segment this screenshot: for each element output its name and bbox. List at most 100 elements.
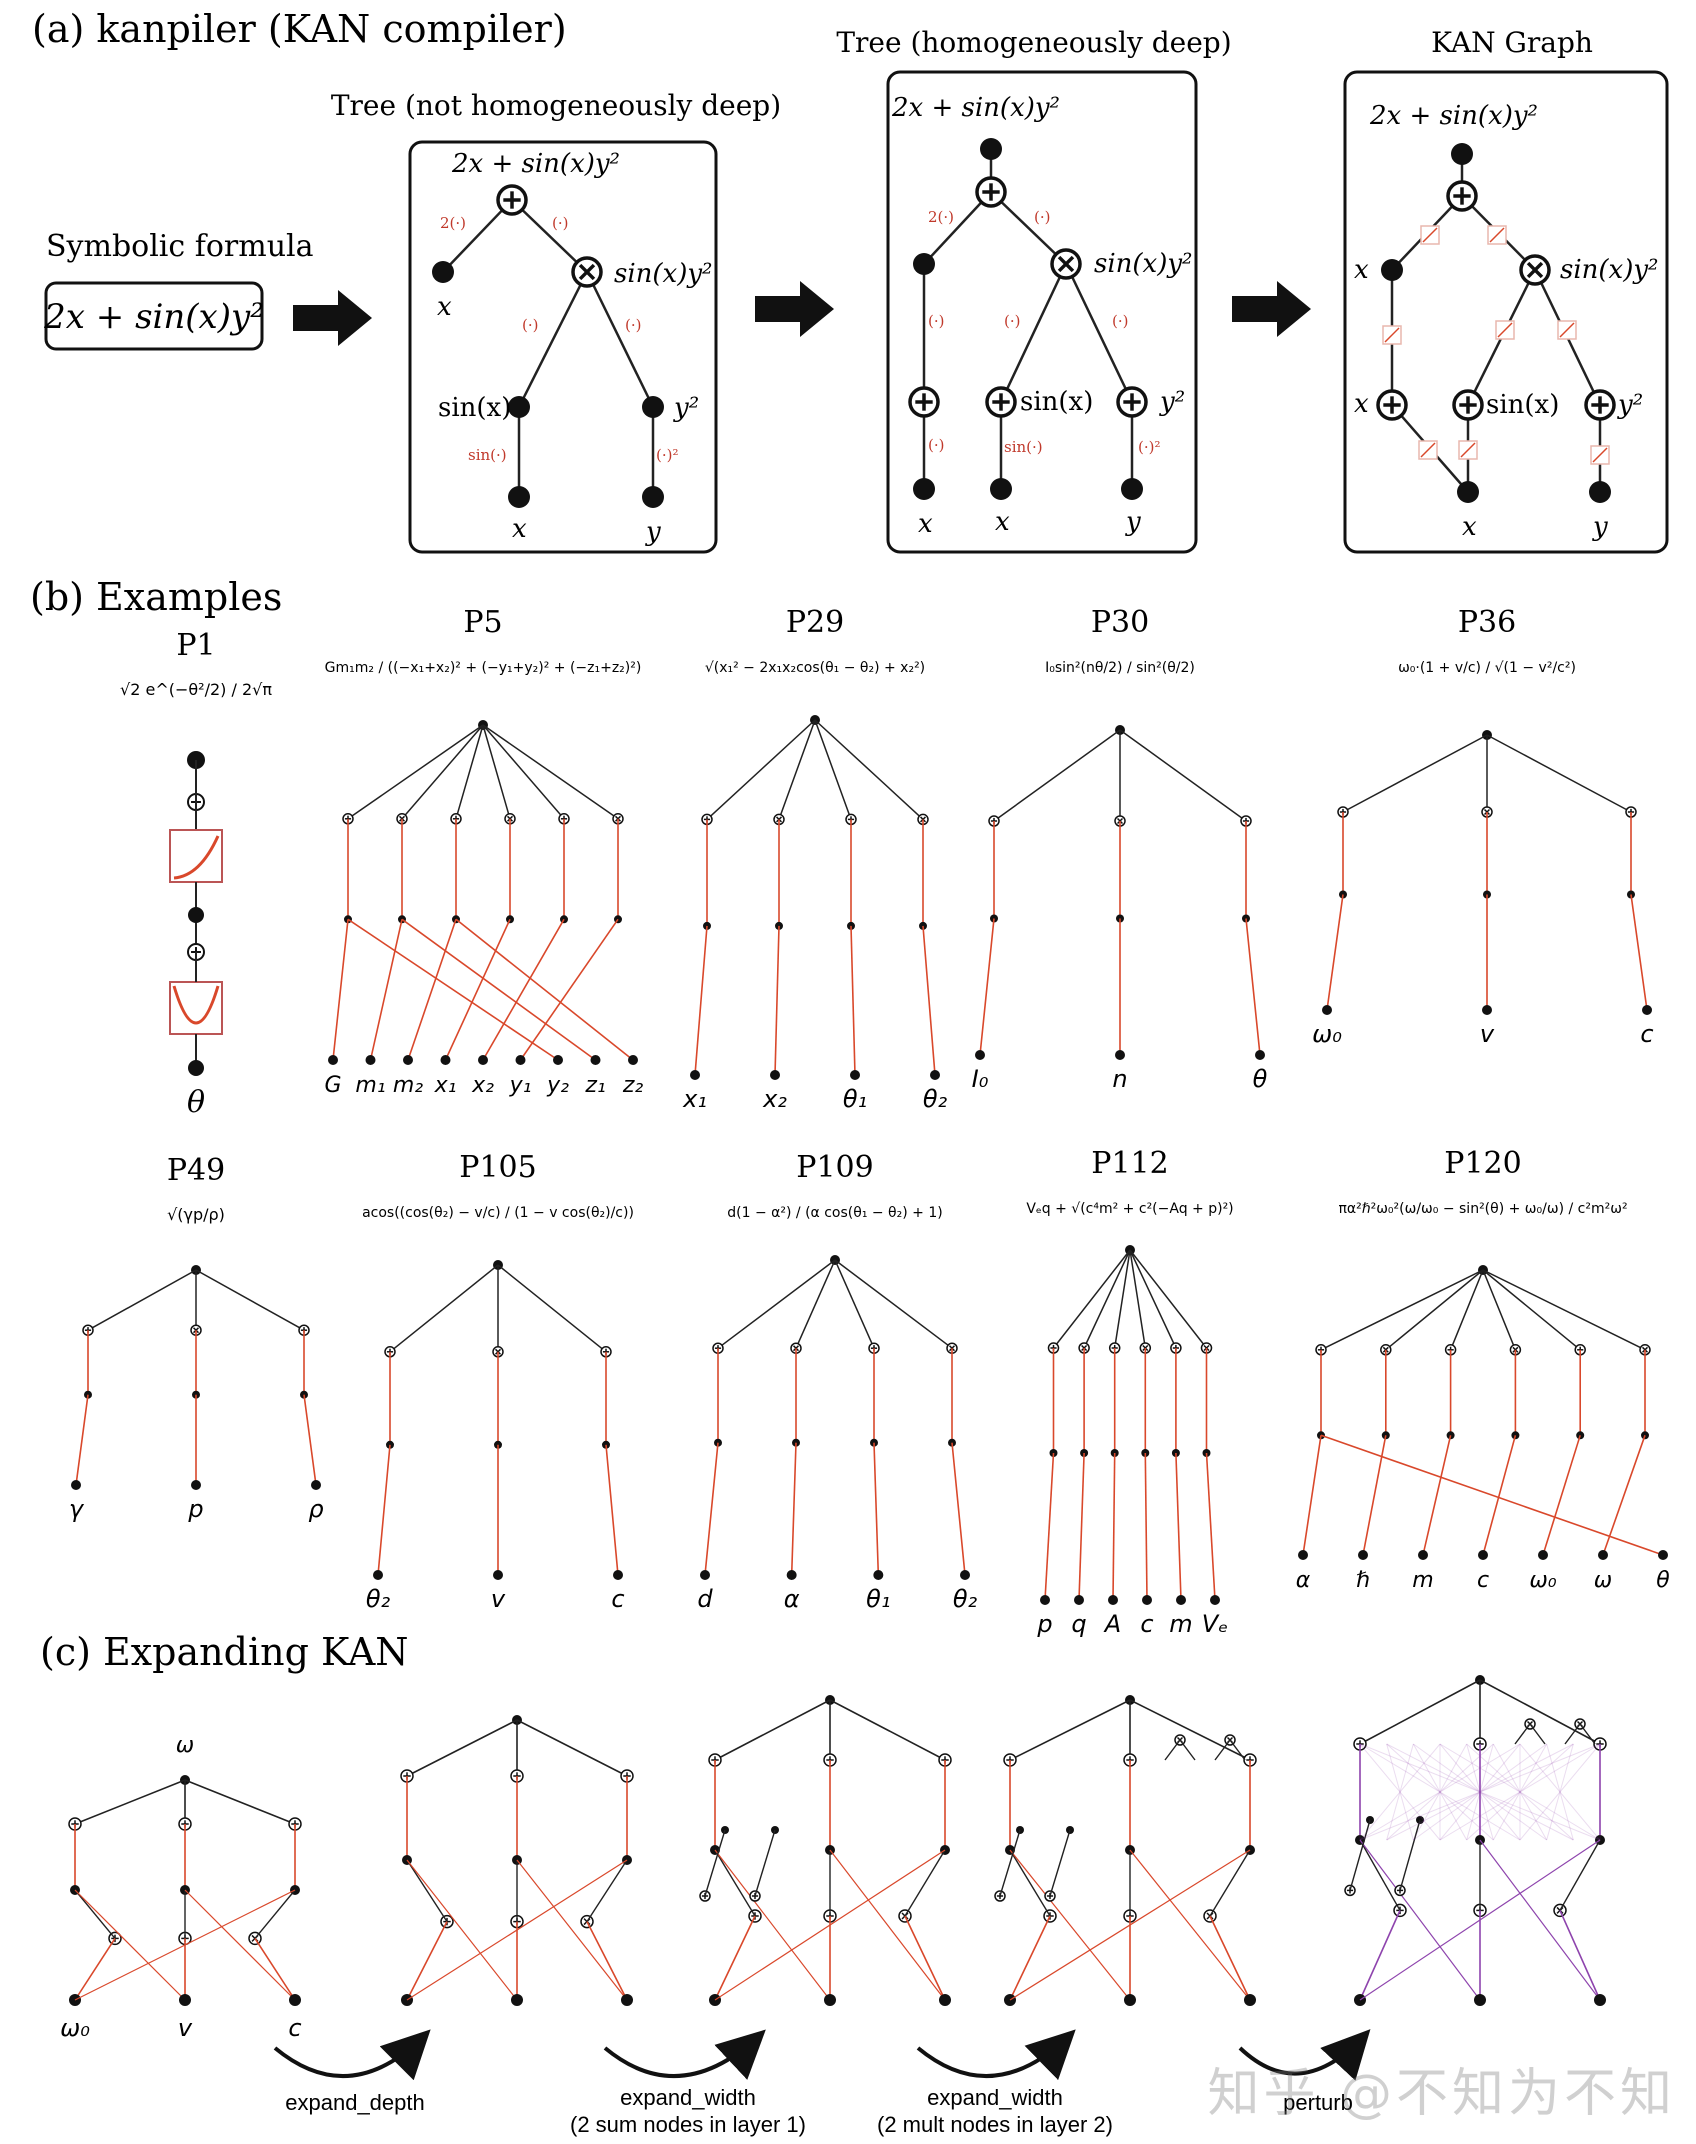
edge [999, 263, 1068, 403]
edge [754, 1829, 776, 1897]
example-formula: Vₑq + √(c⁴m² + c²(−Aq + p)²) [1026, 1201, 1233, 1217]
node-dot [188, 907, 204, 923]
edge [605, 1444, 619, 1576]
edge [347, 724, 484, 820]
tree2-y: y [1125, 507, 1141, 537]
edge [1630, 894, 1648, 1011]
node-dot [508, 486, 530, 508]
example-input-label: α [784, 1585, 800, 1613]
edge [1349, 1819, 1371, 1891]
activation-curve [1422, 227, 1438, 243]
edge [714, 1915, 756, 2001]
edge [714, 1849, 756, 1917]
edge [706, 719, 816, 820]
edge [1359, 1839, 1601, 2001]
node-dot [690, 1070, 700, 1080]
edge [1492, 1743, 1548, 1841]
edge [1009, 1915, 1051, 2001]
edge [75, 1394, 89, 1486]
edge [74, 1937, 116, 2001]
edge [1359, 1743, 1521, 1841]
tree1-x-bottom: x [512, 514, 527, 544]
example-input-label: θ [187, 1085, 205, 1120]
edge [482, 724, 565, 820]
edge [717, 1259, 836, 1349]
node-dot [930, 1070, 940, 1080]
example-input-label: x₂ [471, 1073, 494, 1098]
example-input-label: γ [69, 1495, 85, 1523]
example-input-label: θ [1253, 1065, 1268, 1093]
edge [951, 1442, 966, 1576]
edge [1385, 1269, 1484, 1351]
edge [904, 1849, 946, 1917]
node-dot [873, 1570, 884, 1580]
edge [1129, 1699, 1251, 1761]
node-dot [960, 1570, 970, 1580]
node-dot [770, 1070, 780, 1080]
edge [1129, 1249, 1208, 1349]
node-dot [1040, 1595, 1050, 1605]
edge [922, 925, 936, 1076]
edge [1009, 1849, 1131, 2001]
node-dot [1142, 1595, 1152, 1605]
sum-node-icon [908, 386, 940, 418]
panel-b: (b) Examples P1√2 e^(−θ²/2) / 2√πθP5Gm₁m… [30, 575, 1670, 1638]
edge [1129, 1849, 1251, 2001]
node-dot [1244, 1994, 1256, 2006]
edge [1439, 1743, 1521, 1841]
edge [1466, 1743, 1574, 1841]
edge [1119, 729, 1247, 822]
node-dot [1108, 1595, 1118, 1605]
activation-box-icon [1487, 225, 1507, 245]
tree1-edge-sin: sin(·) [468, 446, 507, 464]
expanding-graph-3 [699, 1695, 952, 2006]
sum-node-icon [1376, 389, 1408, 421]
activation-curve [1497, 322, 1513, 338]
node-dot [1298, 1550, 1308, 1560]
edge [401, 724, 484, 820]
example-input-label: x₁ [434, 1073, 457, 1098]
edge [1579, 1723, 1596, 1745]
tree3-title: KAN Graph [1431, 26, 1593, 59]
tree2-edge-id5: (·) [928, 436, 944, 454]
example-formula: acos((cos(θ₂) − v/c) / (1 − v cos(θ₂)/c)… [362, 1205, 634, 1221]
tree2-edge-sq: (·)² [1138, 438, 1161, 456]
node-dot [786, 1570, 797, 1580]
activation-quad-box-icon [169, 981, 223, 1035]
multiply-node-icon [1519, 254, 1551, 286]
edge [704, 1829, 726, 1897]
edge [401, 918, 596, 1061]
edge [923, 191, 992, 265]
node-dot [1124, 1994, 1136, 2006]
tree1-box [408, 140, 718, 554]
edge [1209, 1915, 1251, 2001]
formula-box [44, 281, 264, 351]
example-input-label: c [1477, 1568, 1489, 1593]
node-dot [440, 1055, 451, 1065]
edge [585, 271, 655, 408]
example-input-label: q [1071, 1610, 1086, 1638]
edge [1009, 1849, 1251, 2001]
edge [1439, 1743, 1521, 1841]
node-dot [1642, 1005, 1652, 1015]
node-dot [1381, 259, 1403, 281]
panel-a-heading: (a) kanpiler (KAN compiler) [32, 7, 567, 51]
edge [1359, 1839, 1481, 2001]
expanding-graph-4 [994, 1695, 1257, 2006]
activation-box-icon [1418, 440, 1438, 460]
edge [406, 1859, 628, 2001]
example-input-label: θ [1656, 1568, 1670, 1593]
edge [1519, 1743, 1601, 1841]
node-dot [1594, 1994, 1606, 2006]
edge [1482, 1269, 1581, 1351]
example-input-label: A [1103, 1610, 1121, 1638]
node-dot [1074, 1595, 1084, 1605]
edge [442, 199, 513, 273]
